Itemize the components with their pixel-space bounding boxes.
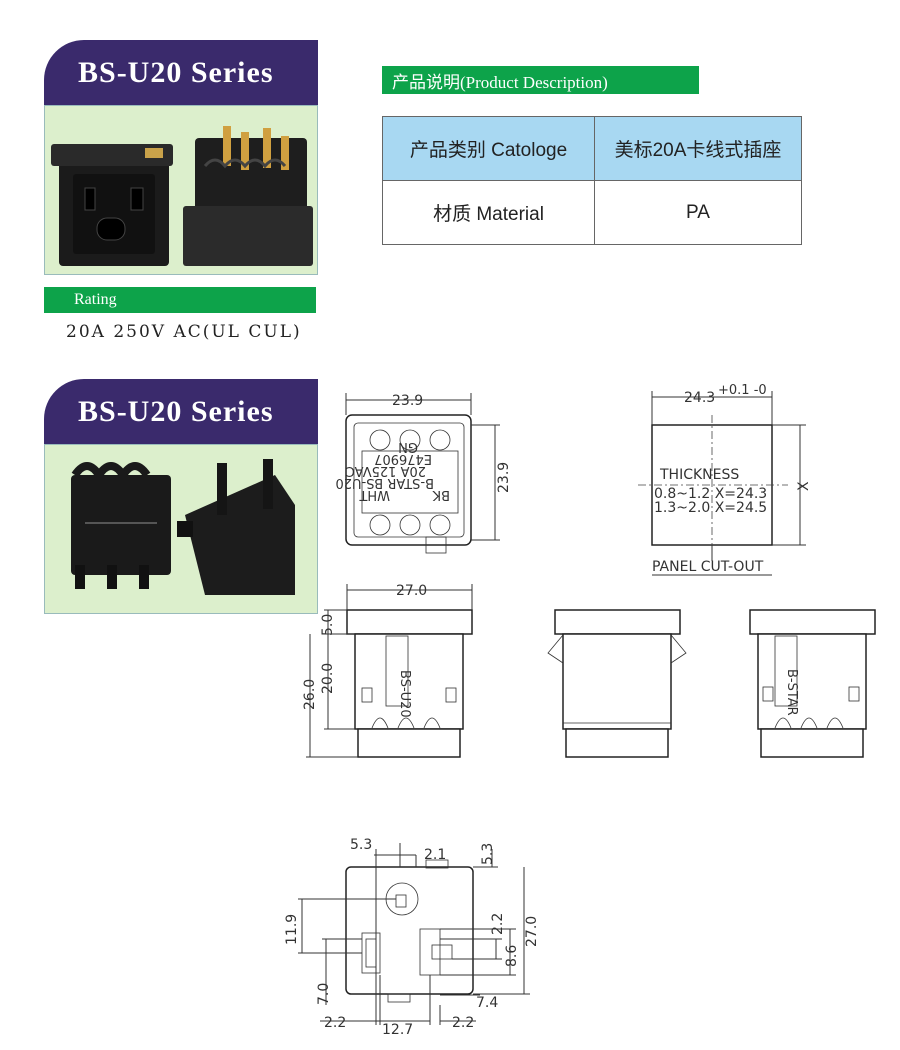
spec-table: 产品类别 Catologe 美标20A卡线式插座 材质 Material PA bbox=[382, 116, 802, 245]
thickness-row1: 0.8~1.2 X=24.3 bbox=[654, 486, 767, 502]
top-width-label: 23.9 bbox=[392, 393, 423, 409]
spec-label: 材质 Material bbox=[382, 180, 595, 245]
front-2-2-right-label: 2.2 bbox=[490, 913, 506, 935]
spec-label: 产品类别 Catologe bbox=[382, 116, 595, 181]
series-title-1: BS-U20 Series bbox=[44, 40, 318, 105]
label-wht: WHT bbox=[359, 487, 390, 502]
panel-cutout-drawing: 24.3 +0.1 -0 X THICKNESS 0.8~1.2 X=24.3 … bbox=[638, 383, 812, 576]
label-bk: BK bbox=[432, 487, 450, 502]
rating-value: 20A 250V AC(UL CUL) bbox=[66, 322, 302, 342]
label-model: B-STAR BS-U20 bbox=[335, 475, 434, 490]
product-photo-1 bbox=[44, 105, 318, 275]
cutout-height-label: X bbox=[796, 481, 812, 491]
spec-value: PA bbox=[594, 180, 802, 245]
cutout-width-label: 24.3 bbox=[684, 390, 715, 406]
label-file: E476907 bbox=[374, 451, 432, 466]
cutout-tol-label: +0.1 -0 bbox=[718, 383, 767, 398]
label-gn: GN bbox=[398, 439, 418, 454]
top-view-drawing: 23.9 23.9 BK WHT B-STAR BS-U20 20A 125VA… bbox=[335, 393, 512, 554]
thickness-label: THICKNESS bbox=[659, 467, 739, 483]
front-11-9-label: 11.9 bbox=[284, 914, 300, 945]
front-7-4-label: 7.4 bbox=[476, 995, 498, 1011]
front-2-2-bl-label: 2.2 bbox=[324, 1015, 346, 1031]
spec-row-material: 材质 Material PA bbox=[382, 180, 802, 245]
spec-row-catalog: 产品类别 Catologe 美标20A卡线式插座 bbox=[382, 116, 802, 181]
side-width-label: 27.0 bbox=[396, 583, 427, 599]
spec-value: 美标20A卡线式插座 bbox=[594, 116, 802, 181]
front-8-6-label: 8.6 bbox=[504, 945, 520, 967]
socket-front-photo bbox=[51, 126, 313, 266]
side-view-3-drawing: B-STAR bbox=[749, 609, 876, 758]
side-body-label: 20.0 bbox=[320, 663, 336, 694]
thickness-row2: 1.3~2.0 X=24.5 bbox=[654, 500, 767, 516]
front-view-drawing: 5.3 2.1 5.3 11.9 2.2 27.0 8.6 7.0 7.4 2.… bbox=[284, 837, 540, 1038]
front-7-0-label: 7.0 bbox=[316, 983, 332, 1005]
socket-clip-photo bbox=[71, 459, 295, 595]
side-model-label: BS-U20 bbox=[397, 670, 412, 718]
product-photo-2 bbox=[44, 444, 318, 614]
front-2-1-label: 2.1 bbox=[424, 847, 446, 863]
front-5-3-a-label: 5.3 bbox=[350, 837, 372, 853]
series-title-2: BS-U20 Series bbox=[44, 379, 318, 444]
top-height-label: 23.9 bbox=[496, 462, 512, 493]
side-brand-label: B-STAR bbox=[784, 669, 799, 716]
side-flange-label: 5.0 bbox=[320, 614, 336, 636]
front-27-0-label: 27.0 bbox=[524, 916, 540, 947]
front-5-3-b-label: 5.3 bbox=[480, 843, 496, 865]
rating-label: Rating bbox=[44, 287, 316, 313]
side-view-2-drawing bbox=[547, 609, 687, 758]
panel-cutout-label: PANEL CUT-OUT bbox=[652, 559, 764, 575]
side-view-1-drawing: 27.0 5.0 20.0 26.0 BS-U20 bbox=[302, 583, 473, 758]
label-rating: 20A 125VAC bbox=[346, 463, 426, 478]
front-12-7-label: 12.7 bbox=[382, 1022, 413, 1038]
front-2-2-br-label: 2.2 bbox=[452, 1015, 474, 1031]
side-total-label: 26.0 bbox=[302, 679, 318, 710]
product-description-label: 产品说明(Product Description) bbox=[382, 66, 699, 94]
